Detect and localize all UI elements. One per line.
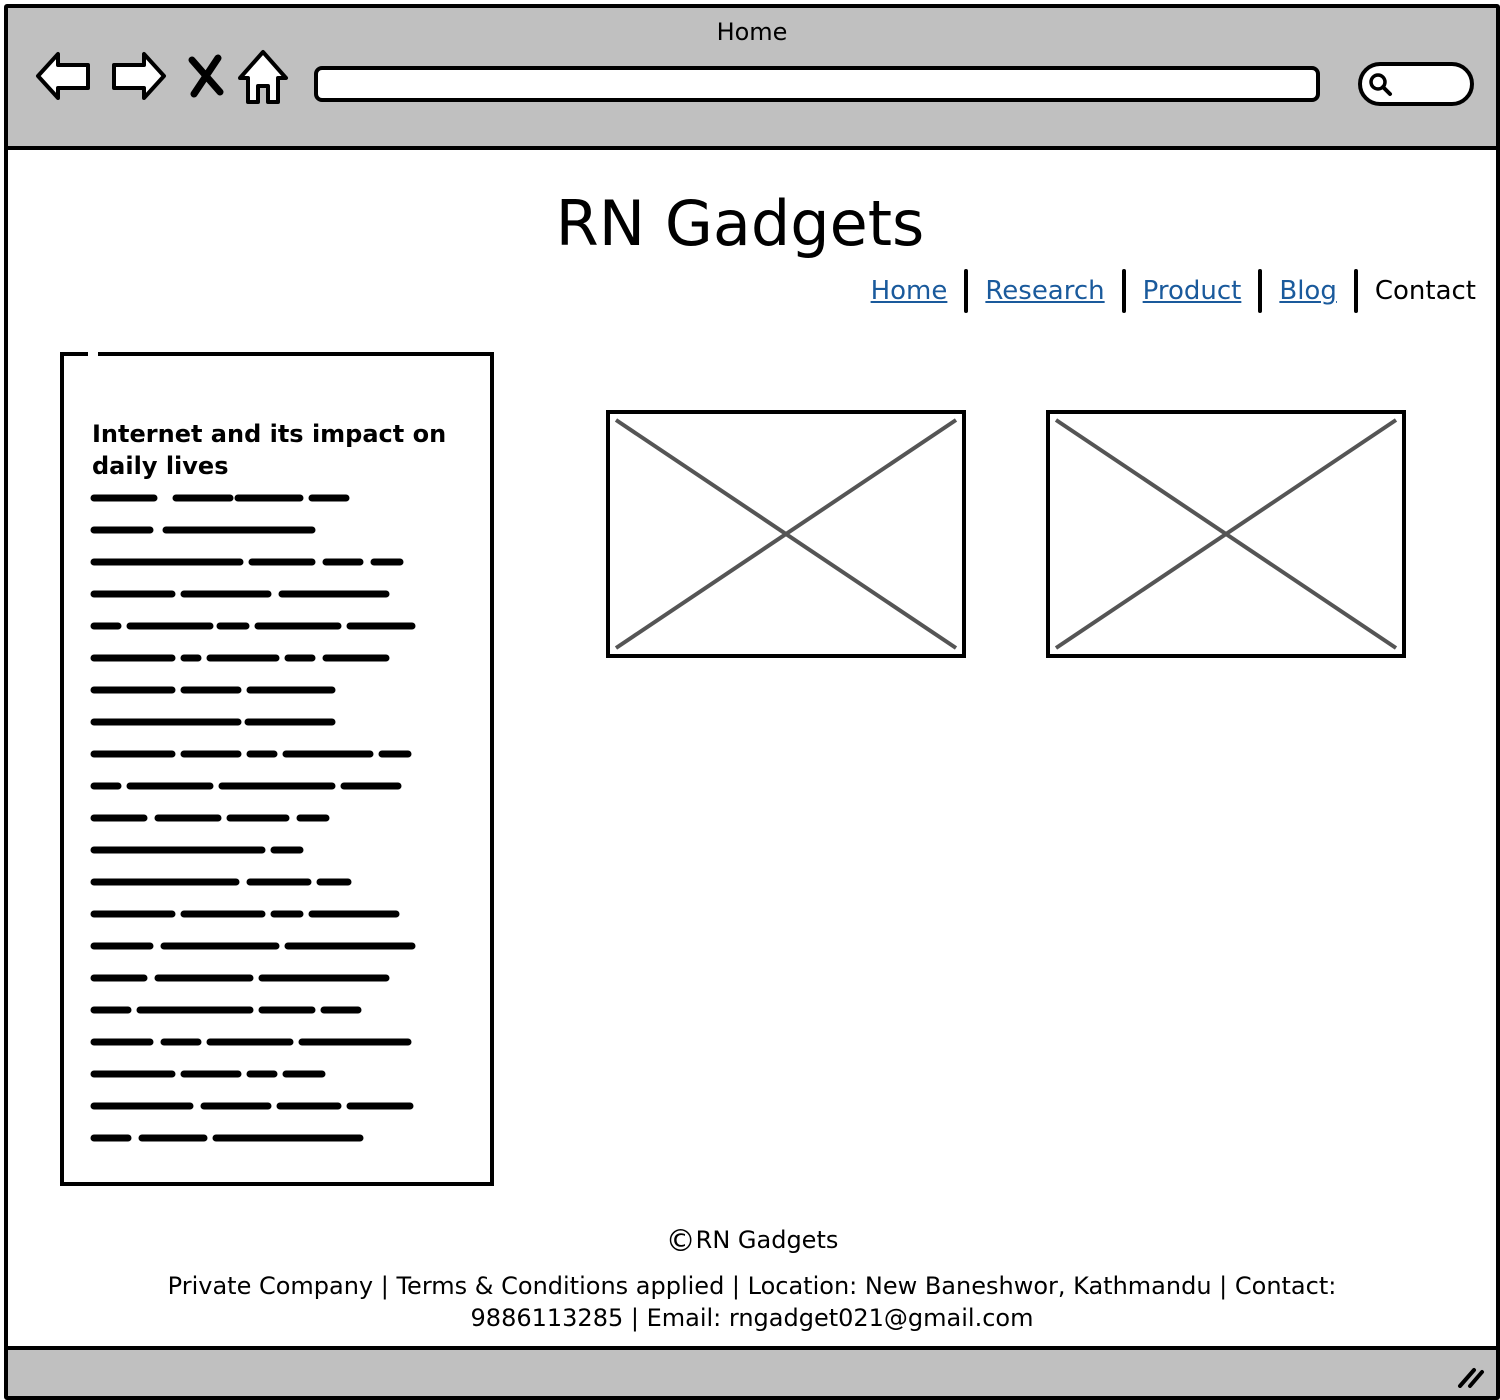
home-icon[interactable] (236, 48, 290, 108)
nav-product-link[interactable]: Product (1142, 276, 1242, 306)
image-placeholder (606, 410, 966, 658)
site-title: RN Gadgets (555, 187, 925, 260)
browser-window: Home RN Gadgets Home Research Product Bl… (4, 4, 1500, 1400)
window-title: Home (716, 18, 788, 46)
browser-toolbar: Home (8, 8, 1496, 150)
nav-research-link[interactable]: Research (985, 276, 1105, 306)
image-placeholder-cross (614, 418, 958, 650)
copyright-symbol: © (665, 1224, 696, 1259)
nav-home-link[interactable]: Home (870, 276, 948, 306)
arrow-right-icon[interactable] (106, 48, 168, 104)
nav-separator (1353, 269, 1358, 313)
footer-copyright: ©RN Gadgets (8, 1224, 1496, 1259)
search-icon (1369, 73, 1392, 96)
nav-contact-current[interactable]: Contact (1374, 276, 1476, 306)
card-notch (88, 350, 98, 358)
search-input[interactable] (1358, 62, 1474, 106)
main-navigation: Home Research Product Blog Contact (871, 266, 1476, 316)
image-placeholder-cross (1054, 418, 1398, 650)
arrow-left-icon[interactable] (34, 48, 96, 104)
resize-handle-icon[interactable] (1456, 1364, 1486, 1388)
image-placeholder (1046, 410, 1406, 658)
nav-separator (964, 269, 969, 313)
article-card: Internet and its impact on daily lives (60, 350, 494, 1186)
article-title: Internet and its impact on daily lives (92, 420, 447, 480)
close-icon[interactable] (186, 54, 226, 98)
status-bar (8, 1346, 1496, 1396)
nav-separator (1258, 269, 1263, 313)
address-bar[interactable] (314, 66, 1320, 102)
footer-info: Private Company | Terms & Conditions app… (167, 1272, 1337, 1332)
nav-separator (1121, 269, 1126, 313)
copyright-name: RN Gadgets (695, 1226, 839, 1254)
placeholder-body-text (90, 494, 416, 1142)
nav-blog-link[interactable]: Blog (1279, 276, 1337, 306)
